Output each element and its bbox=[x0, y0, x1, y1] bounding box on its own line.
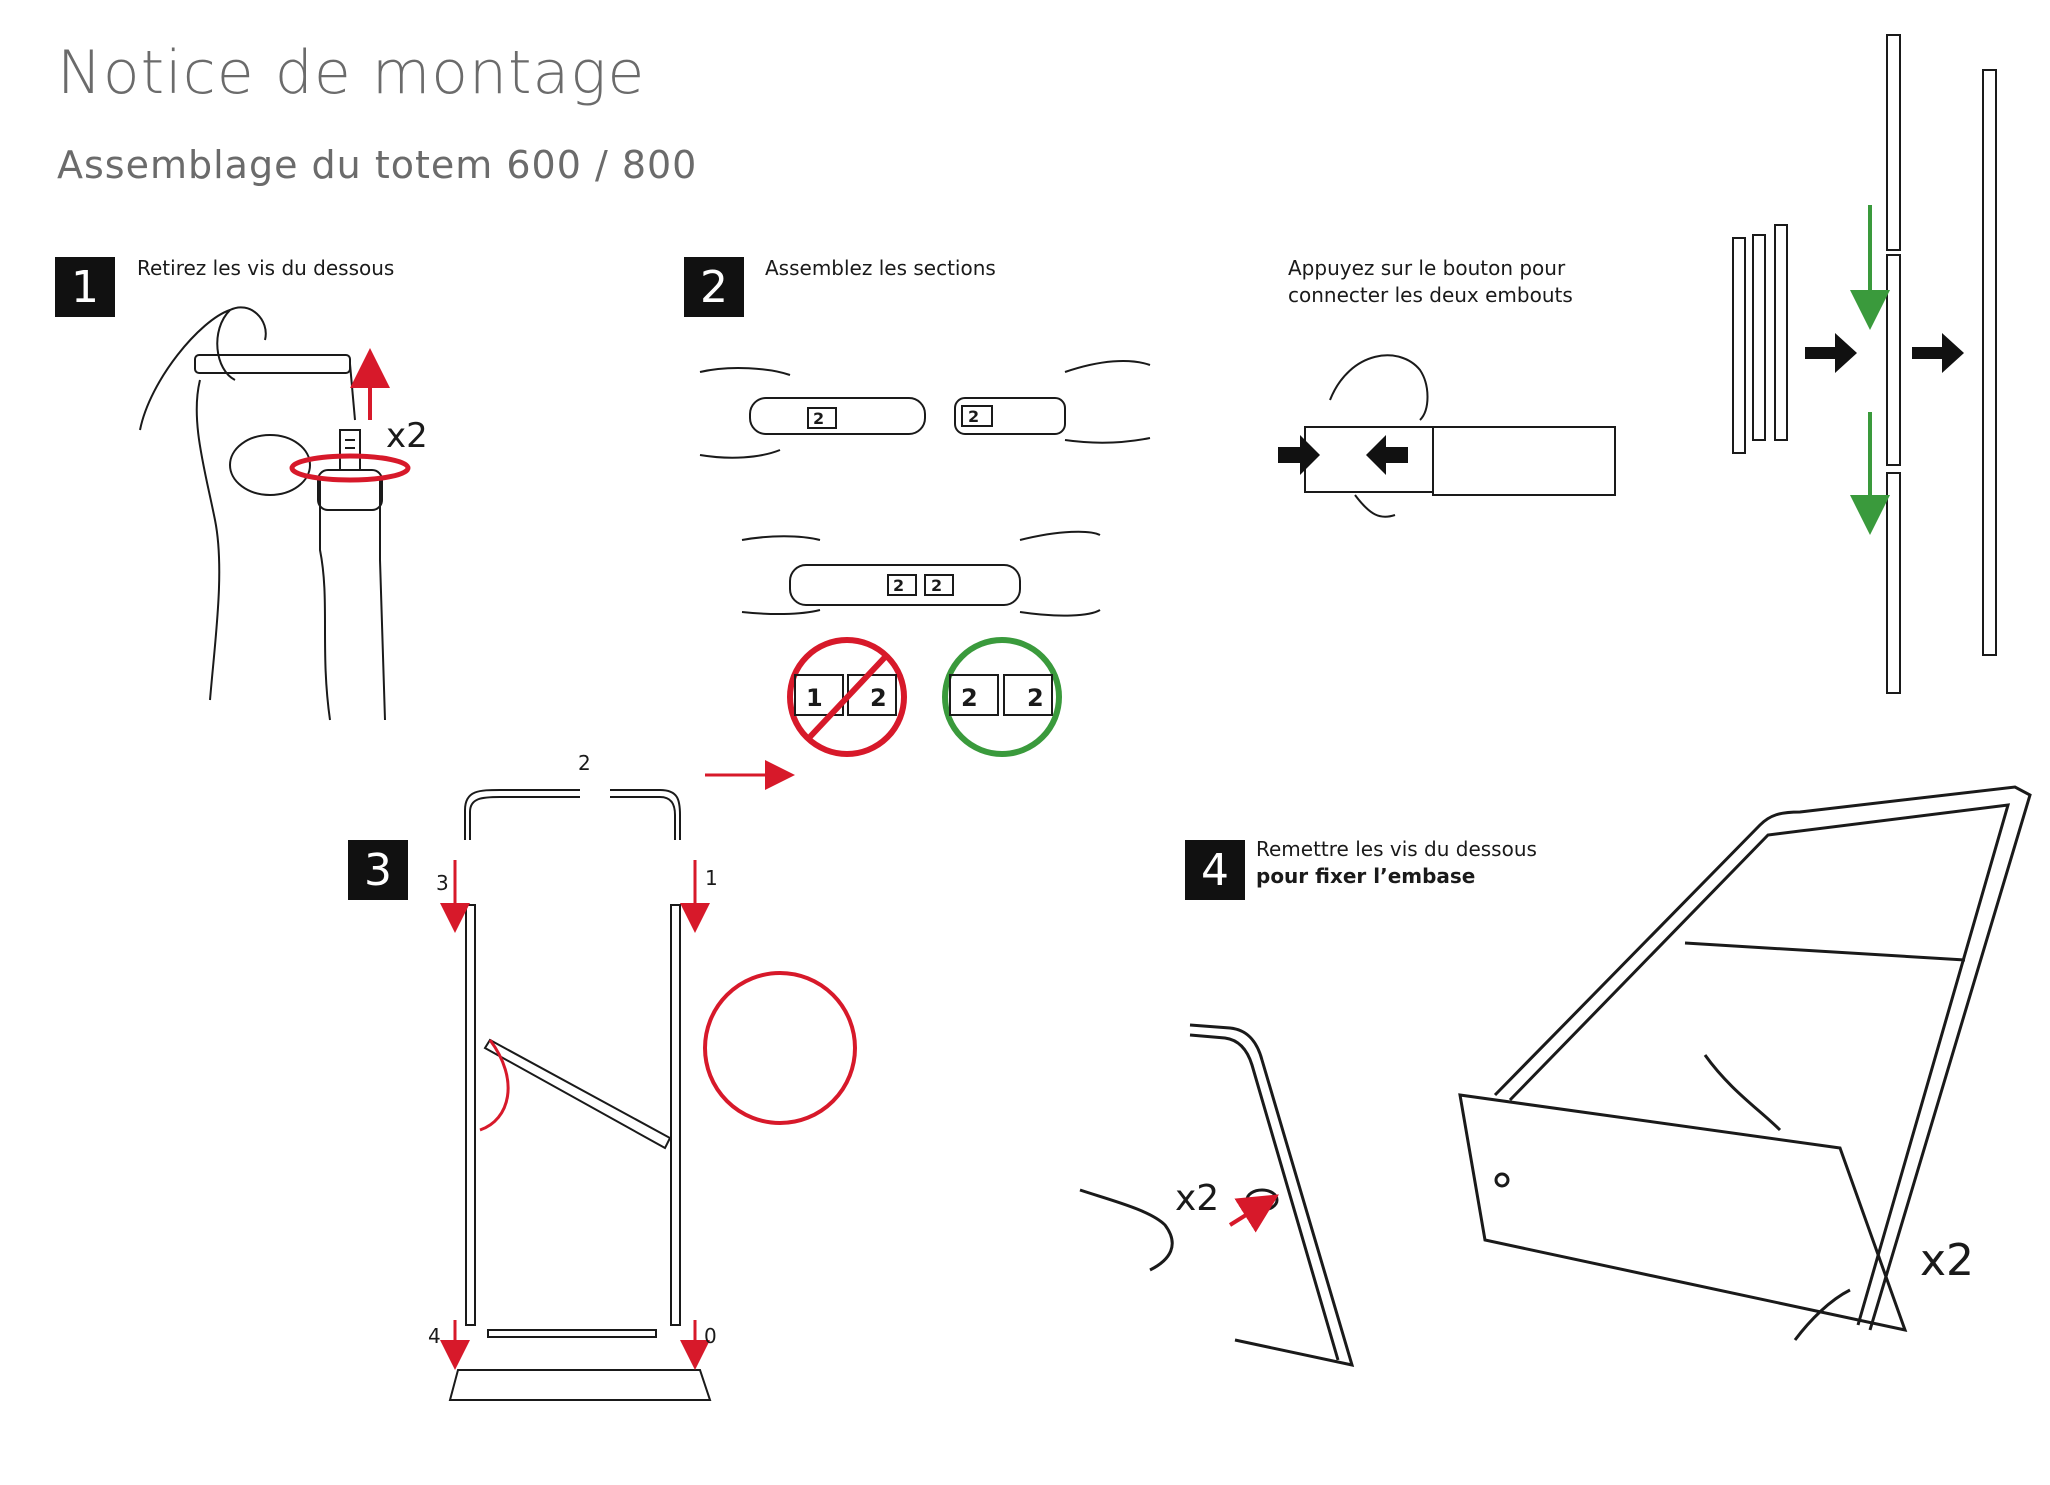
wrong-label-2: 2 bbox=[870, 684, 887, 712]
push-right-arrow-icon bbox=[1278, 435, 1320, 475]
right-label-1: 2 bbox=[961, 684, 978, 712]
button-note-line2: connecter les deux embouts bbox=[1288, 283, 1573, 307]
wrong-label-1: 1 bbox=[806, 684, 823, 712]
right-label-2: 2 bbox=[1027, 684, 1044, 712]
step-4-right-illustration bbox=[1458, 785, 2032, 1341]
sequence-arrow-icon-1 bbox=[1805, 333, 1857, 373]
section-tag-2: 2 bbox=[968, 407, 979, 426]
step-1-badge: 1 bbox=[55, 257, 115, 317]
step-1-illustration bbox=[139, 306, 386, 721]
push-left-arrow-icon bbox=[1366, 435, 1408, 475]
insert-screw-arrow-icon bbox=[1228, 1194, 1279, 1233]
step-2-label: Assemblez les sections bbox=[765, 256, 996, 280]
order-label-3: 3 bbox=[436, 871, 449, 895]
page-subtitle: Assemblage du totem 600 / 800 bbox=[57, 143, 698, 187]
button-note-line1: Appuyez sur le bouton pour bbox=[1288, 256, 1566, 280]
rotation-path-icon bbox=[479, 1039, 510, 1132]
step-4-badge: 4 bbox=[1185, 840, 1245, 900]
step-2-sections bbox=[699, 359, 1151, 617]
order-label-0: 0 bbox=[704, 1324, 717, 1348]
step-3-frame-illustration bbox=[448, 789, 712, 1401]
detail-zoom-circle bbox=[703, 971, 857, 1125]
page-title: Notice de montage bbox=[57, 38, 646, 108]
step-3-badge: 3 bbox=[348, 840, 408, 900]
rotate-indicator bbox=[289, 453, 411, 483]
order-label-2: 2 bbox=[578, 751, 591, 775]
button-connect-illustration bbox=[1304, 354, 1616, 518]
step-1-callout: x2 bbox=[386, 416, 428, 456]
order-label-1: 1 bbox=[705, 866, 718, 890]
wrong-orientation-icon bbox=[787, 637, 907, 757]
step-2-badge: 2 bbox=[684, 257, 744, 317]
step-4-label-line2: pour fixer l’embase bbox=[1256, 864, 1476, 888]
step-4-callout-left: x2 bbox=[1175, 1178, 1219, 1219]
section-tag-3: 2 bbox=[893, 576, 904, 595]
step-4-callout-right: x2 bbox=[1920, 1235, 1974, 1286]
pole-assembly-illustration bbox=[1732, 34, 1997, 694]
sequence-arrow-icon-2 bbox=[1912, 333, 1964, 373]
correct-orientation-icon bbox=[942, 637, 1062, 757]
section-tag-1: 2 bbox=[813, 409, 824, 428]
step-1-label: Retirez les vis du dessous bbox=[137, 256, 395, 280]
order-label-4: 4 bbox=[428, 1324, 441, 1348]
step-4-label-line1: Remettre les vis du dessous bbox=[1256, 837, 1537, 861]
section-tag-4: 2 bbox=[931, 576, 942, 595]
step-4-label: Remettre les vis du dessous pour fixer l… bbox=[1256, 836, 1537, 890]
step-2-button-note: Appuyez sur le bouton pour connecter les… bbox=[1288, 255, 1573, 309]
